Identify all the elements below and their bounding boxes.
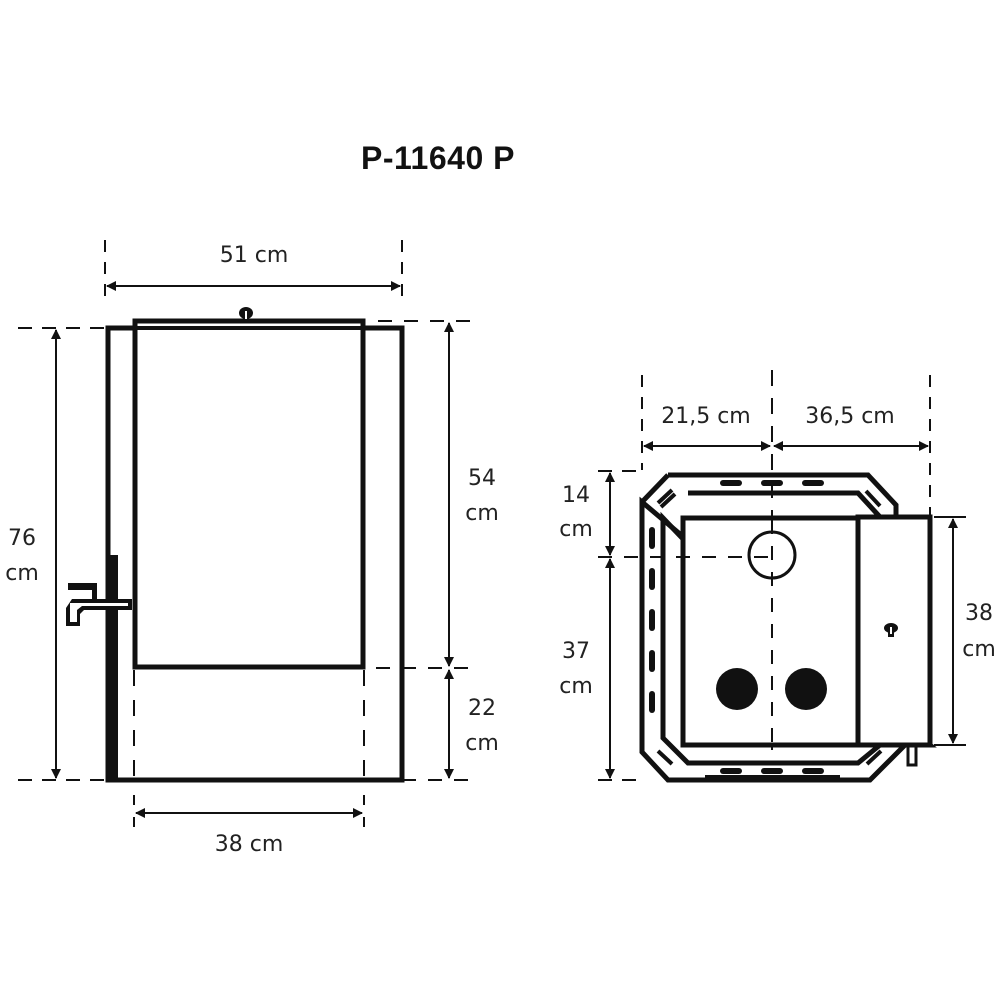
dim-width-top-label: 51 cm bbox=[220, 243, 289, 268]
door-hinge-pin bbox=[906, 743, 918, 767]
water-tank-pipe bbox=[108, 555, 118, 780]
dim-width-bottom: 38 cm bbox=[135, 808, 363, 857]
svg-text:38: 38 bbox=[965, 601, 993, 626]
svg-text:76: 76 bbox=[8, 526, 36, 551]
dim-height-upper: 54 cm bbox=[444, 322, 499, 667]
svg-text:cm: cm bbox=[559, 674, 593, 699]
svg-text:cm: cm bbox=[465, 501, 499, 526]
svg-text:54: 54 bbox=[468, 466, 496, 491]
svg-text:22: 22 bbox=[468, 696, 496, 721]
svg-text:cm: cm bbox=[5, 561, 39, 586]
dim-width-left: 21,5 cm bbox=[643, 404, 771, 451]
svg-text:cm: cm bbox=[465, 731, 499, 756]
dim-depth-upper: 14 cm bbox=[559, 472, 615, 556]
dim-width-top: 51 cm bbox=[106, 243, 401, 291]
hotplate-left-icon bbox=[716, 668, 758, 710]
door-panel bbox=[132, 318, 366, 670]
svg-text:21,5 cm: 21,5 cm bbox=[661, 404, 751, 429]
svg-text:38 cm: 38 cm bbox=[215, 832, 284, 857]
svg-text:14: 14 bbox=[562, 483, 590, 508]
top-view: 21,5 cm 36,5 cm bbox=[559, 370, 996, 783]
door-handle-icon bbox=[239, 307, 253, 321]
svg-text:cm: cm bbox=[962, 637, 996, 662]
water-tap-icon bbox=[66, 583, 132, 626]
model-title: P-11640 P bbox=[361, 140, 515, 176]
dim-height-lower: 22 cm bbox=[444, 669, 499, 779]
dim-door-height: 38 cm bbox=[948, 518, 996, 744]
side-door-handle-icon bbox=[884, 623, 898, 637]
dim-height-total: 76 cm bbox=[5, 329, 61, 779]
side-view: 51 cm 76 cm bbox=[5, 240, 499, 857]
svg-text:37: 37 bbox=[562, 639, 590, 664]
chimney-outlet-icon bbox=[747, 530, 797, 580]
dim-depth-lower: 37 cm bbox=[559, 558, 615, 779]
hotplate-right-icon bbox=[785, 668, 827, 710]
svg-text:36,5 cm: 36,5 cm bbox=[805, 404, 895, 429]
dim-width-right: 36,5 cm bbox=[773, 404, 929, 451]
stove-top-plate bbox=[680, 515, 861, 748]
svg-text:cm: cm bbox=[559, 517, 593, 542]
